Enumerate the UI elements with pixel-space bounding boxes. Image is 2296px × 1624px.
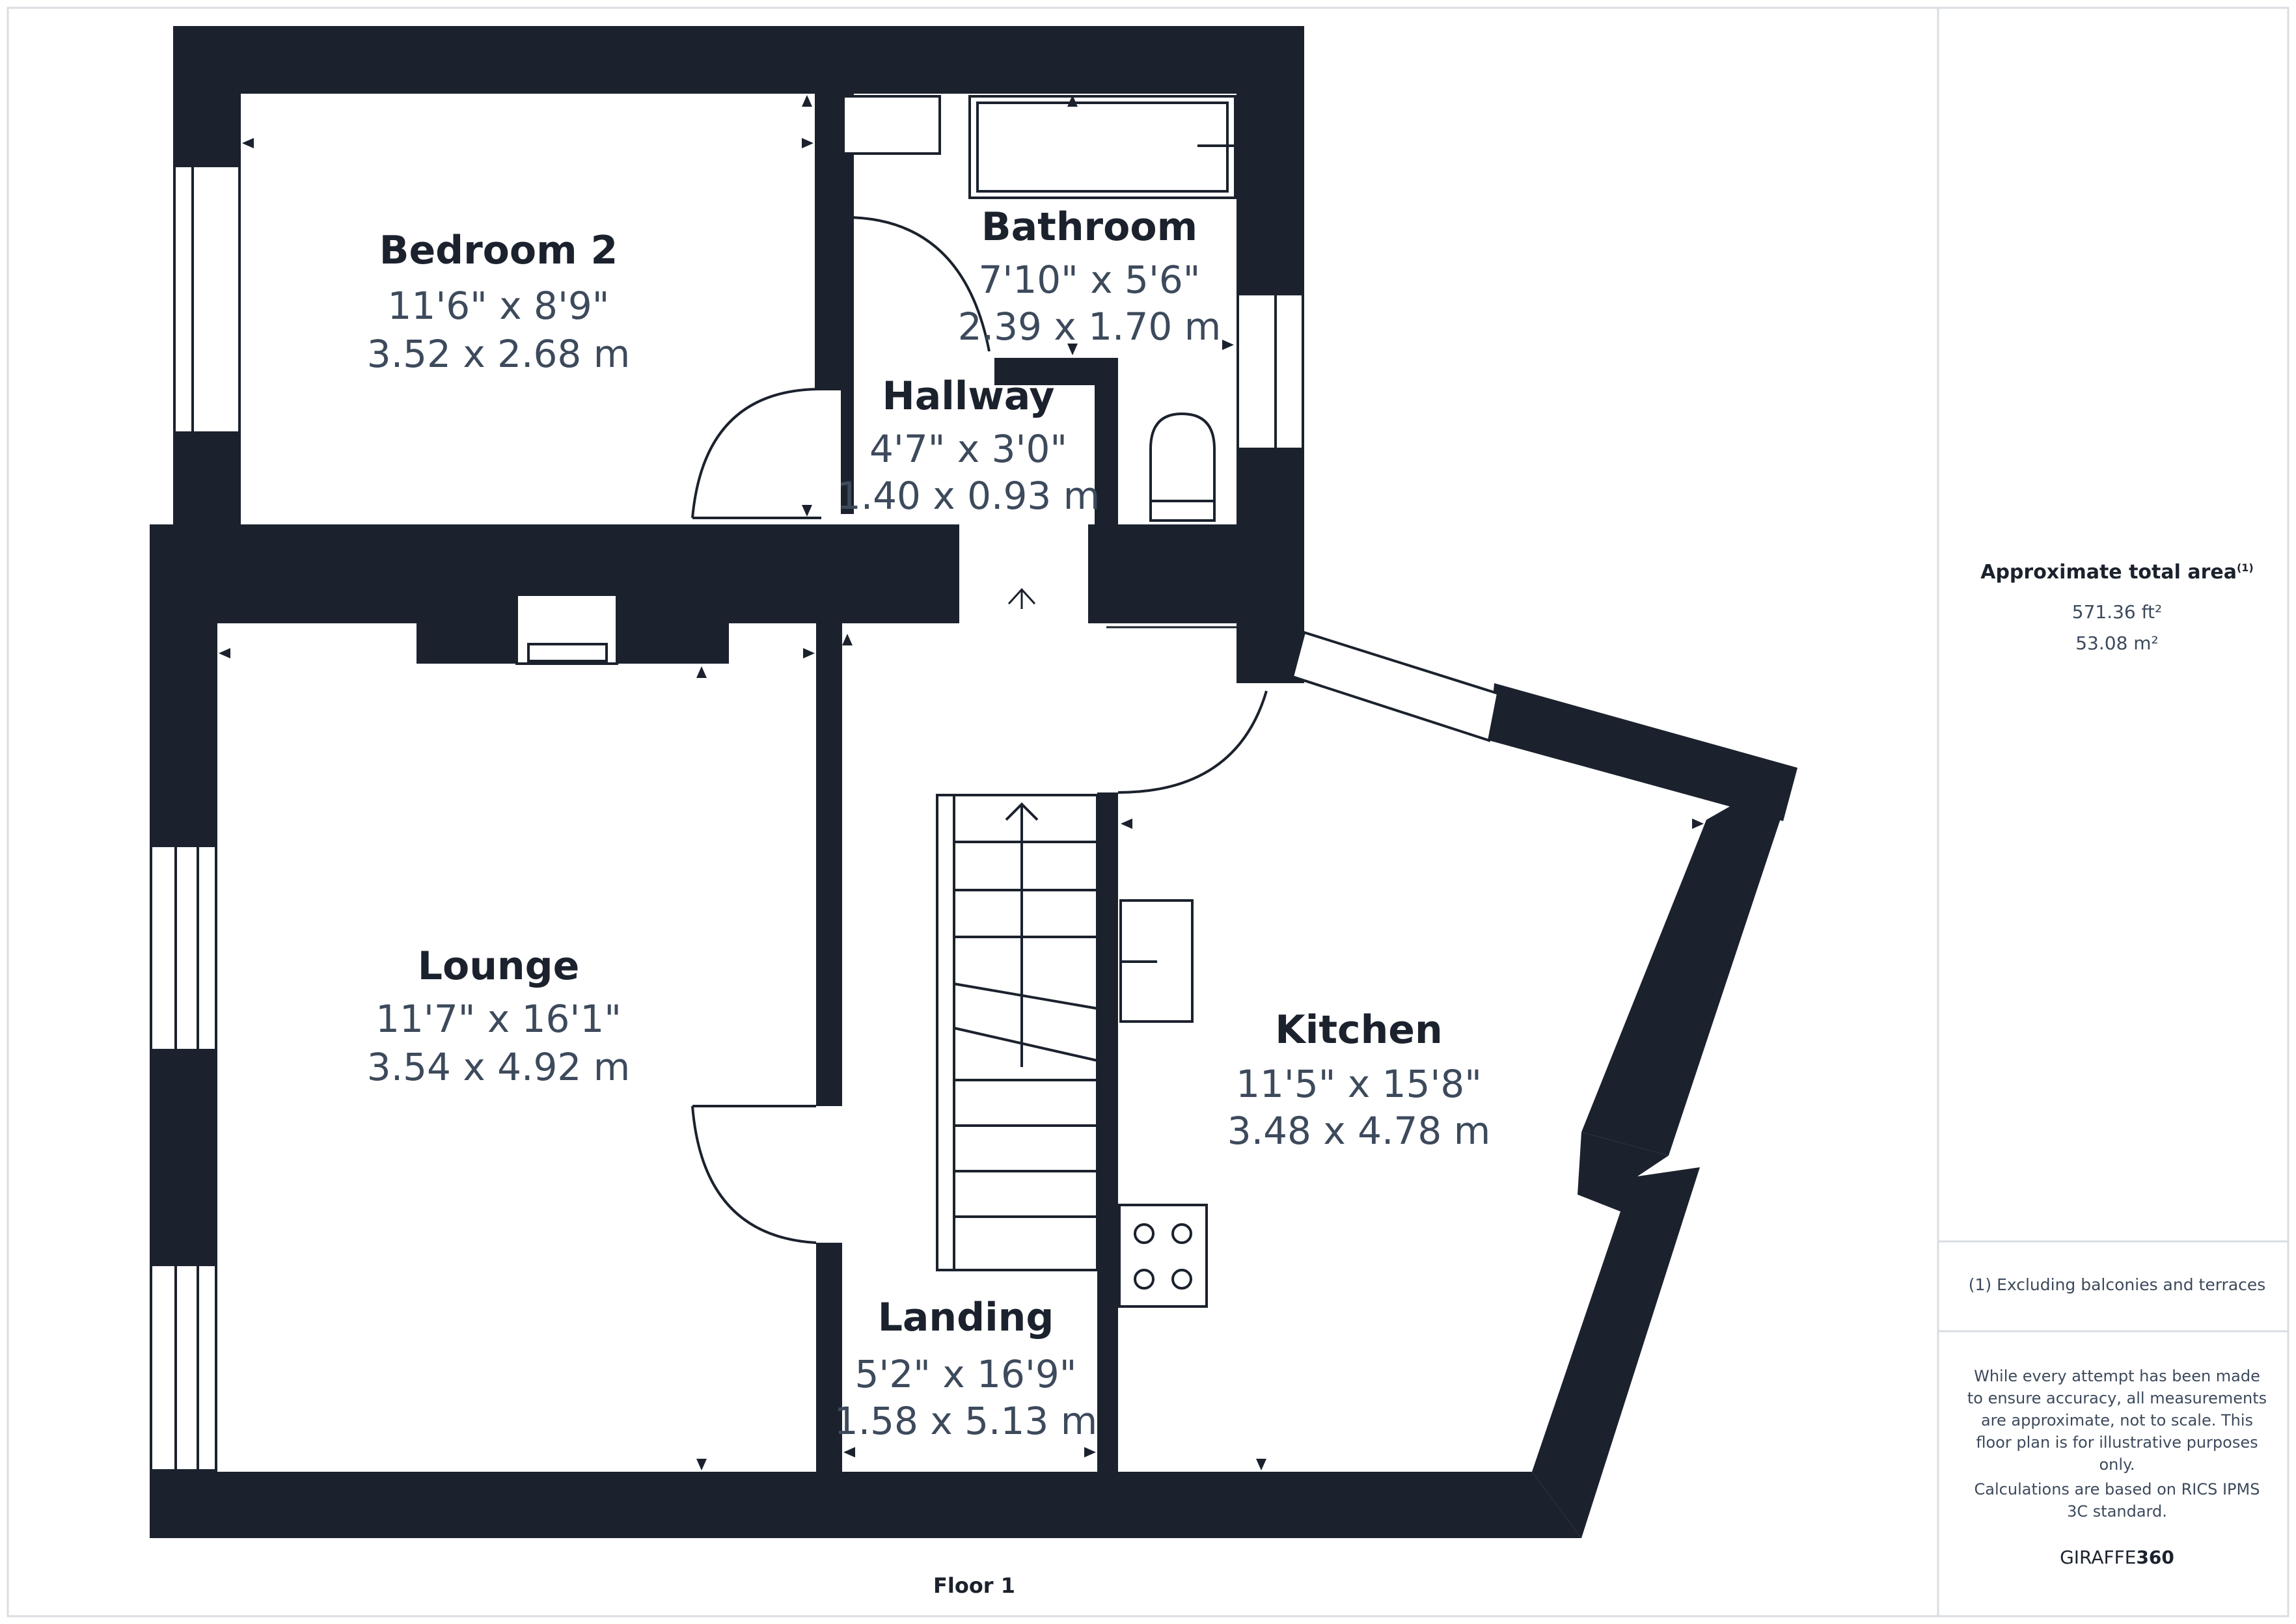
dim-arrow xyxy=(1067,95,1078,107)
bath-basin xyxy=(842,95,941,155)
stairs-outline xyxy=(936,794,1099,1271)
room-metric-bathroom: 2.39 x 1.70 m xyxy=(957,304,1222,349)
dim-arrow xyxy=(1121,819,1132,829)
dim-arrow xyxy=(696,666,707,678)
door-arc-kitchen xyxy=(1117,690,1268,794)
wall-landing-kitchen xyxy=(1097,792,1118,1476)
area-footnote-mark: (1) xyxy=(2236,562,2254,574)
window-bathroom xyxy=(1237,293,1304,450)
hob-ring xyxy=(1171,1269,1192,1290)
room-metric-landing: 1.58 x 5.13 m xyxy=(834,1399,1098,1443)
room-name-landing: Landing xyxy=(877,1295,1054,1340)
stairs-direction-arrowhead xyxy=(1005,802,1039,821)
room-imperial-lounge: 11'7" x 16'1" xyxy=(376,997,622,1041)
fireplace xyxy=(515,593,618,665)
wall-lounge-left-mid xyxy=(150,1050,217,1265)
room-name-kitchen: Kitchen xyxy=(1275,1007,1443,1053)
wall-bottom xyxy=(150,1472,1581,1538)
stair-tread-winder xyxy=(953,1027,1098,1062)
wall-kitchen-right-lower xyxy=(1532,1132,1700,1538)
room-metric-lounge: 3.54 x 4.92 m xyxy=(366,1045,631,1089)
room-name-bathroom: Bathroom xyxy=(981,204,1198,250)
page-border xyxy=(7,7,2289,1617)
room-name-hallway: Hallway xyxy=(882,373,1055,419)
wall-kitchen-top xyxy=(1489,683,1797,821)
room-imperial-hallway: 4'7" x 3'0" xyxy=(869,427,1068,471)
wall-lounge-landing-lower xyxy=(816,1243,842,1477)
wall-bathroom-right-upper xyxy=(1237,26,1304,294)
dim-arrow xyxy=(843,1447,855,1457)
measurement-markers xyxy=(219,95,1704,1470)
brand-prefix: GIRAFFE xyxy=(2060,1547,2137,1568)
hob-ring xyxy=(1171,1223,1192,1244)
wall-kitchen-right-upper xyxy=(1581,768,1797,1156)
hob-ring xyxy=(1134,1269,1155,1290)
room-name-bedroom2: Bedroom 2 xyxy=(379,228,618,273)
wall-bathroom-hallway-thin xyxy=(841,91,854,514)
door-arc-bathroom xyxy=(844,216,991,352)
wall-hallway-right xyxy=(1095,358,1118,527)
dim-arrow xyxy=(1222,340,1234,350)
wall-middle-right xyxy=(1088,524,1251,623)
bathroom-fixtures xyxy=(842,95,1237,522)
room-metric-bedroom2: 3.52 x 2.68 m xyxy=(366,332,631,376)
wall-top xyxy=(173,26,1304,94)
dim-arrow xyxy=(1067,344,1078,355)
side-panel: Approximate total area(1) 571.36 ft² 53.… xyxy=(1938,0,2296,1624)
staircase xyxy=(936,794,1099,1271)
wall-lounge-landing-upper xyxy=(816,623,842,1106)
toilet xyxy=(1149,412,1216,522)
area-m: 53.08 m² xyxy=(2075,632,2159,654)
dim-arrow xyxy=(803,648,815,658)
hob xyxy=(1118,1204,1208,1308)
dim-arrow xyxy=(1256,1459,1266,1470)
dim-arrow xyxy=(1692,819,1704,829)
room-metric-hallway: 1.40 x 0.93 m xyxy=(836,474,1100,518)
fireplace-grate xyxy=(527,643,608,662)
room-imperial-landing: 5'2" x 16'9" xyxy=(854,1352,1077,1396)
room-imperial-kitchen: 11'5" x 15'8" xyxy=(1236,1062,1482,1106)
area-footnote: (1) Excluding balconies and terraces xyxy=(1968,1275,2266,1294)
area-title-text: Approximate total area xyxy=(1980,561,2237,584)
area-ft: 571.36 ft² xyxy=(2071,601,2163,623)
door-arc-bedroom xyxy=(691,388,822,519)
dim-arrow xyxy=(802,95,812,107)
dim-arrow xyxy=(802,138,813,148)
hallway-entry-arrowhead xyxy=(1007,588,1036,605)
disclaimer: While every attempt has been made to ens… xyxy=(1967,1367,2267,1474)
dim-arrow xyxy=(696,1459,707,1470)
room-imperial-bathroom: 7'10" x 5'6" xyxy=(978,258,1201,302)
room-imperial-bedroom2: 11'6" x 8'9" xyxy=(387,284,610,328)
stair-tread-winder xyxy=(953,982,1098,1010)
room-metric-kitchen: 3.48 x 4.78 m xyxy=(1227,1109,1491,1153)
window-bedroom xyxy=(173,165,241,434)
window-kitchen xyxy=(1291,630,1500,742)
dim-arrow xyxy=(219,648,230,658)
doors xyxy=(691,216,1268,1244)
calc-note: Calculations are based on RICS IPMS 3C s… xyxy=(1974,1480,2260,1521)
wall-lounge-left-upper xyxy=(150,557,217,889)
brand-suffix: 360 xyxy=(2136,1547,2174,1568)
room-name-lounge: Lounge xyxy=(417,943,580,989)
wall-bedroom-hallway xyxy=(815,91,841,390)
windows xyxy=(150,165,1500,1472)
kitchen-fixtures xyxy=(1118,899,1208,1308)
dim-arrow xyxy=(242,138,254,148)
area-title: Approximate total area(1) xyxy=(1938,561,2296,584)
window-lounge-lower xyxy=(150,1264,217,1472)
window-lounge-upper xyxy=(150,845,217,1051)
hob-ring xyxy=(1134,1223,1155,1244)
bathtub-inner xyxy=(976,102,1229,193)
dim-arrow xyxy=(1084,1447,1096,1457)
dim-arrow xyxy=(802,505,812,517)
dim-arrow xyxy=(842,634,853,645)
door-arc-lounge xyxy=(691,1105,817,1244)
brand-logo: GIRAFFE360 xyxy=(1938,1547,2296,1568)
floor-label: Floor 1 xyxy=(933,1573,1015,1598)
